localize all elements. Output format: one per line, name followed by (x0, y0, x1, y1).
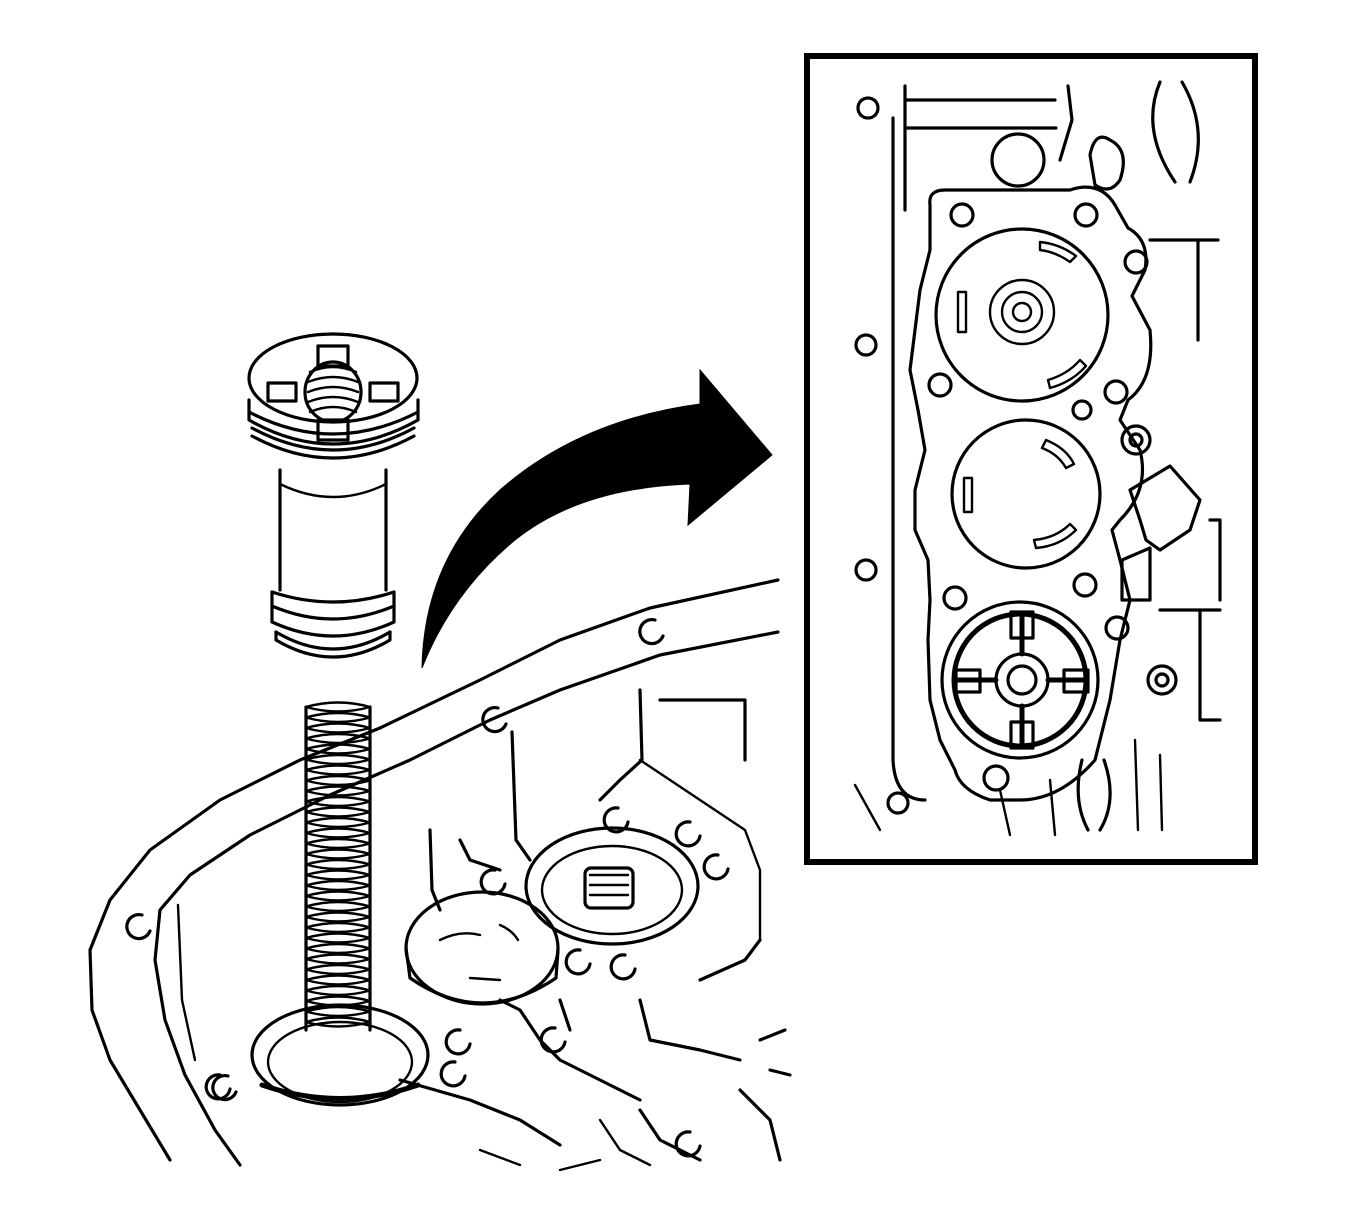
spring-coil (304, 774, 372, 787)
spring-coil (304, 701, 372, 713)
spring-coil (304, 837, 372, 850)
spring-coil (304, 879, 372, 892)
spring-coil (304, 995, 372, 1007)
spring-coil (304, 890, 372, 902)
spring-coil (304, 963, 372, 976)
spring-coil (304, 984, 372, 997)
detail-inset (804, 53, 1258, 865)
spring-coil (304, 806, 372, 818)
spring-coil (304, 848, 372, 860)
spring-coil (304, 953, 372, 965)
spring-coil (304, 764, 372, 776)
spring-coil (304, 795, 372, 808)
spring-coil (304, 743, 372, 755)
spring-coil (304, 816, 372, 829)
spring-coil (304, 869, 372, 881)
spring-coil (304, 732, 372, 745)
spring-coil (304, 921, 372, 934)
transmission-case (88, 578, 792, 1172)
spring-coil (304, 1016, 372, 1028)
spring-coil (304, 711, 372, 724)
spring-coil (304, 900, 372, 913)
spring-coil (304, 722, 372, 734)
spring-coil (304, 1005, 372, 1018)
spring-coil (304, 911, 372, 923)
spring-coil (304, 974, 372, 986)
accumulator-spring (304, 701, 372, 1032)
direction-arrow (421, 368, 773, 669)
spring-coil (304, 932, 372, 944)
spring-coil (304, 858, 372, 871)
spring-coil (304, 785, 372, 797)
spring-coil (304, 942, 372, 955)
accumulator-piston (247, 332, 420, 659)
spring-coil (304, 827, 372, 839)
spring-coil (304, 753, 372, 766)
